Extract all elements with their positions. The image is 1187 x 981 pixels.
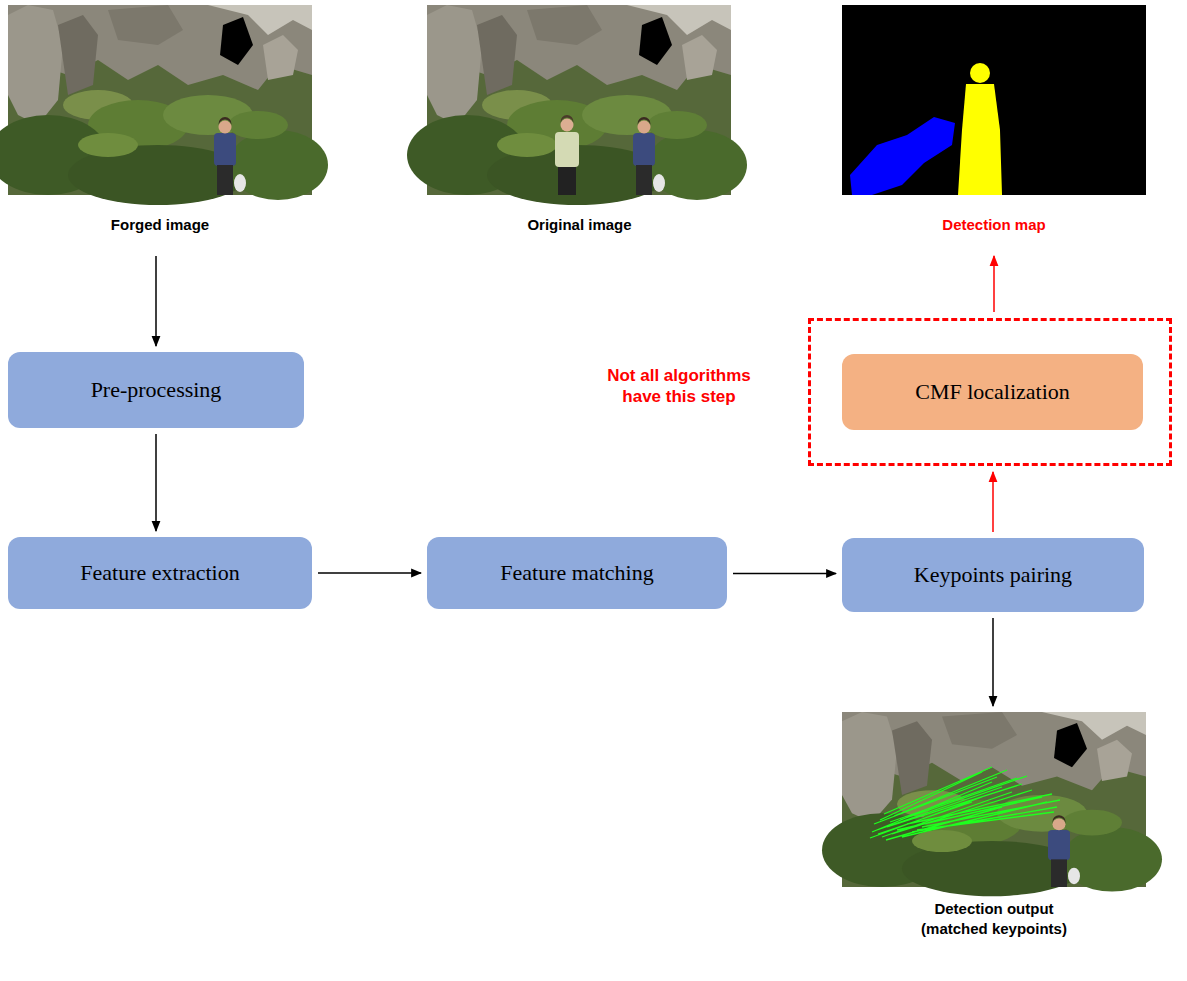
flow-arrow <box>992 618 994 706</box>
image-caption: Detection map <box>842 215 1146 235</box>
original-photo <box>407 5 747 205</box>
detection-map-picture <box>842 5 1146 195</box>
flow-arrow <box>155 256 157 346</box>
image-caption: Original image <box>427 215 732 235</box>
flow-arrow <box>155 434 157 531</box>
forged-photo <box>0 5 328 205</box>
image-panel: Forged image <box>8 5 312 250</box>
image-caption: Detection output (matched keypoints) <box>909 899 1079 938</box>
box-label: Feature extraction <box>80 560 239 586</box>
box-label: CMF localization <box>915 379 1070 405</box>
process-box: Keypoints pairing <box>842 538 1144 612</box>
box-label: Pre-processing <box>91 377 222 403</box>
flow-arrow <box>733 573 836 575</box>
note-text: Not all algorithms have this step <box>589 365 769 408</box>
matched-keypoints-photo <box>822 712 1162 896</box>
process-box: Feature matching <box>427 537 727 609</box>
flow-arrow <box>318 572 421 574</box>
process-box: CMF localization <box>842 354 1143 430</box>
process-box: Feature extraction <box>8 537 312 609</box>
flow-arrow <box>992 472 994 532</box>
image-caption: Forged image <box>8 215 312 235</box>
image-panel: Detection map <box>842 5 1146 250</box>
image-panel: Detection output (matched keypoints) <box>842 712 1146 962</box>
flow-arrow <box>993 256 995 312</box>
process-box: Pre-processing <box>8 352 304 428</box>
box-label: Keypoints pairing <box>914 562 1072 588</box>
box-label: Feature matching <box>500 560 653 586</box>
optional-step-group: Not all algorithms have this stepCMF loc… <box>808 318 1172 466</box>
image-panel: Original image <box>427 5 732 250</box>
